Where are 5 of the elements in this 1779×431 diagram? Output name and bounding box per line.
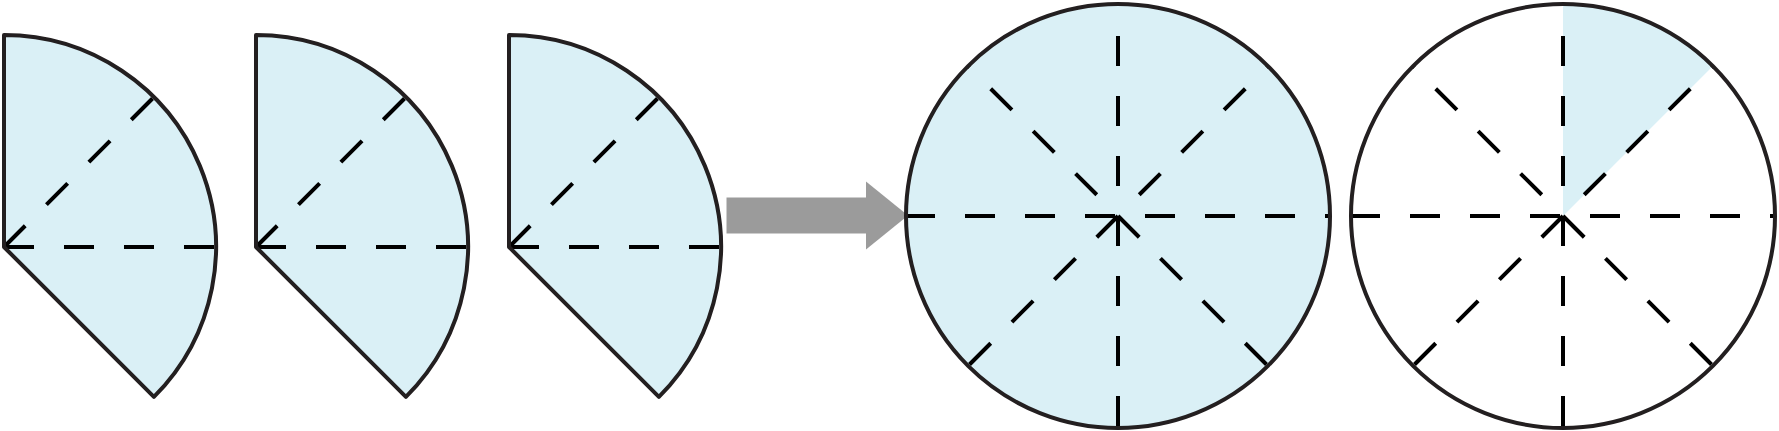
divided-circle: [904, 2, 1332, 430]
divided-circle: [1349, 2, 1777, 430]
pie-wedge: [506, 33, 723, 399]
pie-wedge: [253, 33, 470, 399]
pie-wedge: [1, 33, 218, 399]
